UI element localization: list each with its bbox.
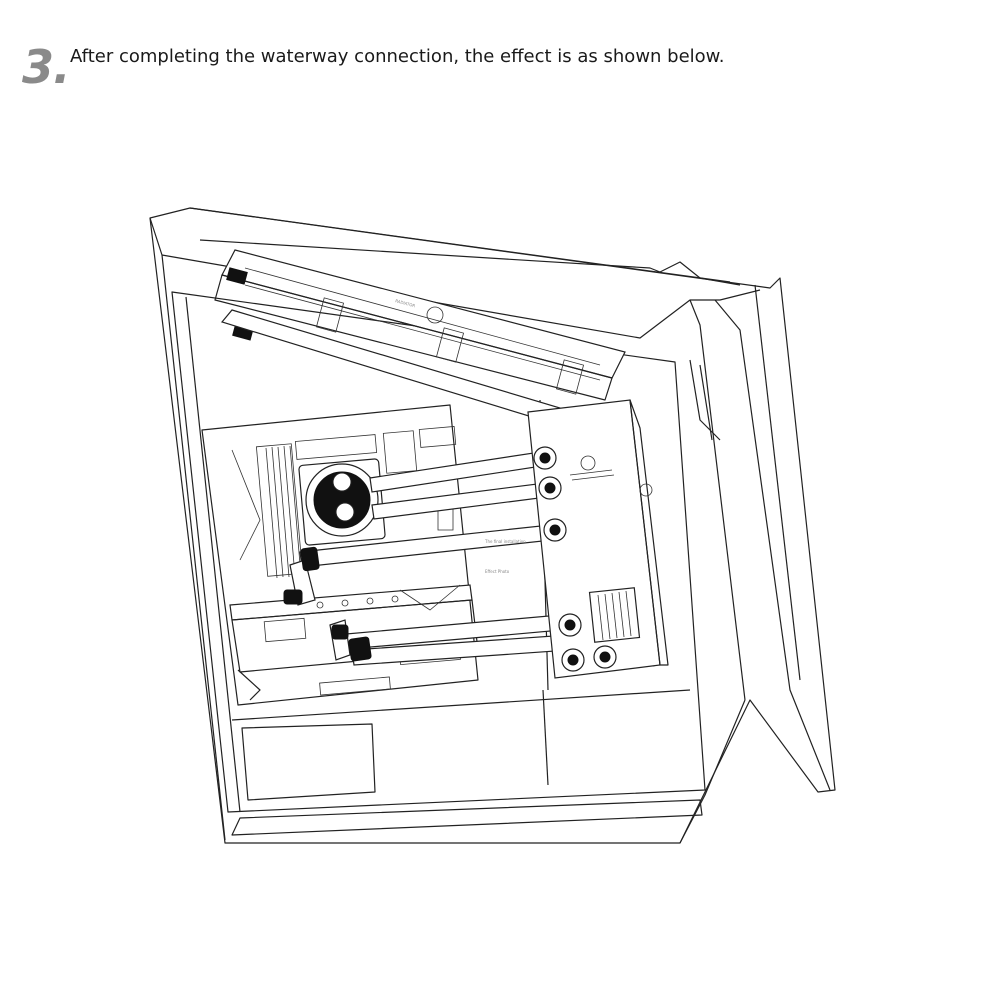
svg-text:RADIATOR: RADIATOR xyxy=(395,298,416,308)
motherboard xyxy=(202,405,478,705)
distribution-plate: The final installation Effect Photo xyxy=(484,400,668,678)
step-instruction: After completing the waterway connection… xyxy=(70,46,725,67)
label-effect-photo: Effect Photo xyxy=(485,569,510,574)
gpu xyxy=(230,585,478,700)
case-shell xyxy=(150,208,835,843)
cpu-waterblock xyxy=(299,459,386,546)
hard-tubes xyxy=(290,452,570,665)
step-number: 3. xyxy=(22,40,70,94)
label-final-installation: The final installation xyxy=(484,539,526,544)
